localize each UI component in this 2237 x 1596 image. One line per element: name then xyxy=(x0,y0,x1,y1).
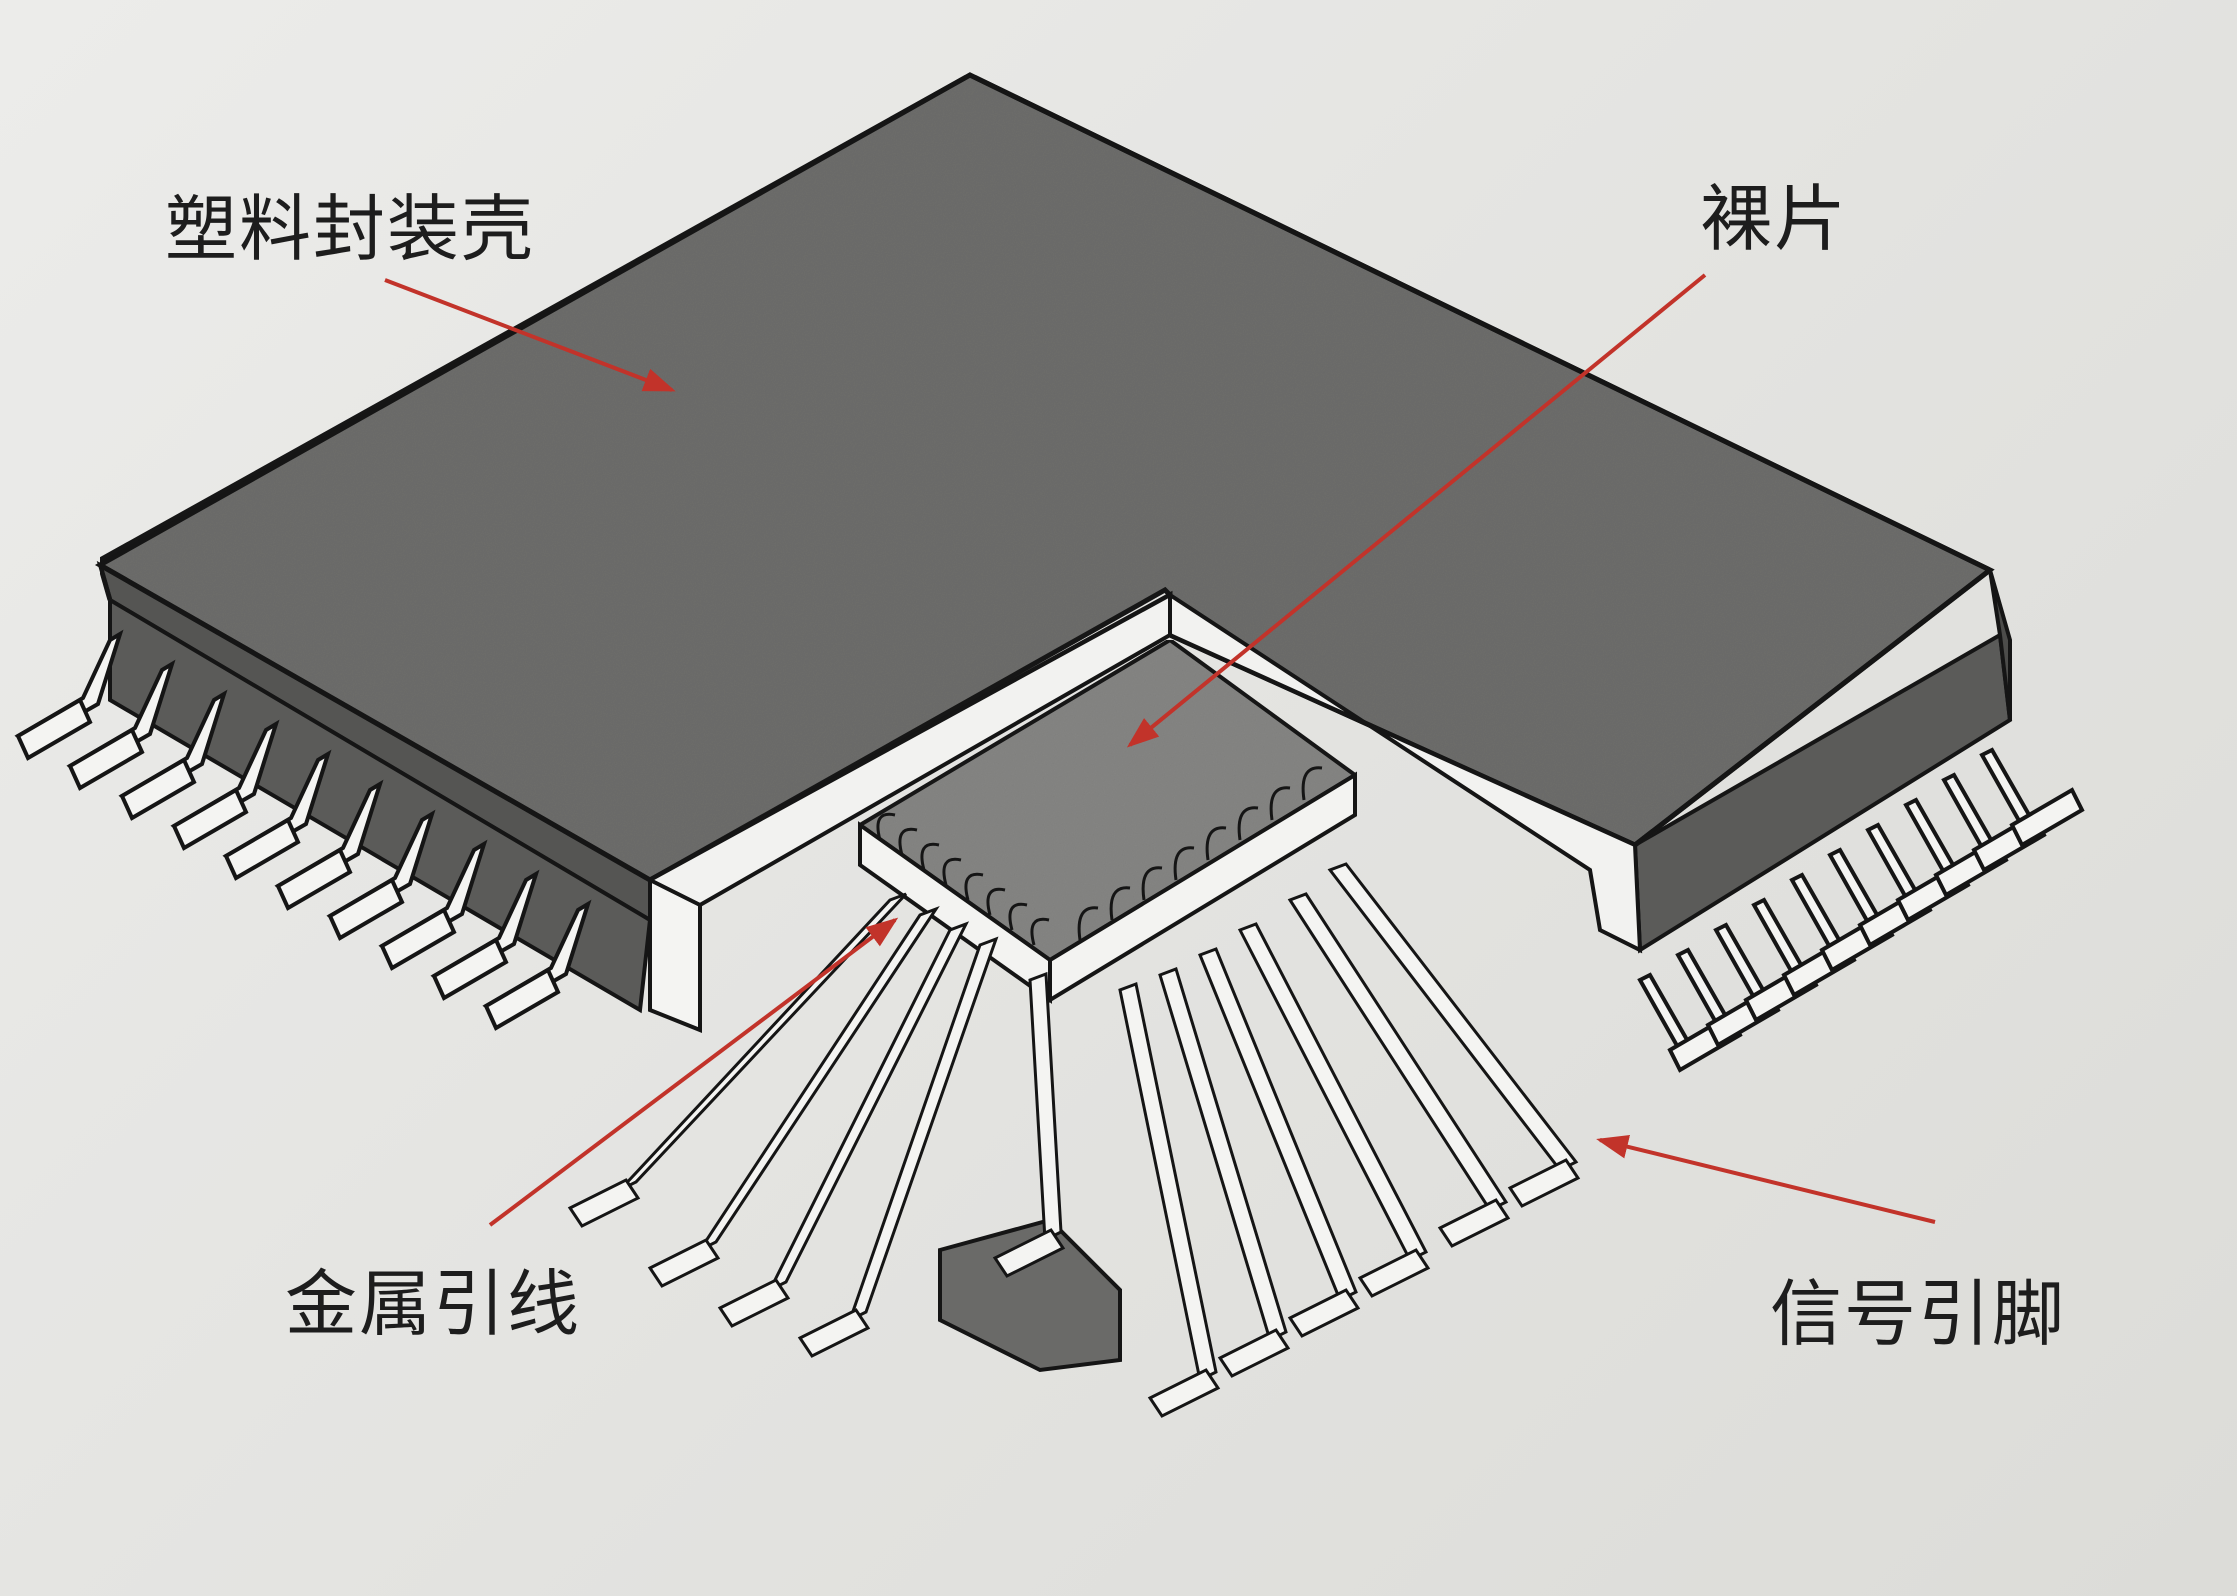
metal-wire xyxy=(898,827,918,856)
signal-pin-foot xyxy=(67,727,145,791)
fan-out-lead-foot xyxy=(1147,1368,1221,1418)
metal-wire xyxy=(942,857,962,886)
fan-out-lead-foot xyxy=(717,1278,791,1328)
package-side-walls xyxy=(96,560,2013,1014)
fan-out-lead xyxy=(766,921,970,1294)
signal-pin xyxy=(1751,897,1807,979)
label-signal-pin: 信号引脚 xyxy=(1770,1272,2067,1356)
metal-wire xyxy=(1237,806,1259,841)
fan-out-leads xyxy=(567,862,1581,1418)
metal-wire xyxy=(964,872,984,901)
fan-out-lead xyxy=(847,936,999,1323)
metal-wire xyxy=(1141,866,1163,901)
signal-pin xyxy=(1713,922,1769,1004)
fan-out-lead-foot xyxy=(1437,1198,1511,1248)
fan-out-lead-foot xyxy=(1357,1248,1431,1298)
bond-wires xyxy=(876,766,1323,946)
signal-pin-foot xyxy=(327,877,405,941)
metal-wire xyxy=(1030,917,1050,946)
fan-out-lead xyxy=(1118,981,1218,1383)
signal-pin-foot xyxy=(379,907,457,971)
fan-out-lead xyxy=(1287,892,1509,1212)
right-pin-row xyxy=(1637,747,2085,1073)
signal-pin xyxy=(1675,947,1731,1029)
arrow-pointer-icon xyxy=(488,917,899,1227)
signal-pin xyxy=(1979,747,2035,829)
fan-out-lead-foot xyxy=(1507,1158,1581,1208)
signal-pin-foot xyxy=(223,817,301,881)
metal-wire xyxy=(986,887,1006,916)
metal-wire xyxy=(1301,766,1323,801)
metal-wire xyxy=(876,812,896,841)
fan-out-lead xyxy=(1237,922,1429,1263)
fan-out-lead-foot xyxy=(1217,1328,1291,1378)
signal-pin xyxy=(1637,972,1693,1054)
metal-wire xyxy=(1205,826,1227,861)
fan-out-lead-foot xyxy=(992,1228,1066,1278)
signal-pin-foot xyxy=(483,967,561,1031)
signal-pin-foot xyxy=(119,757,197,821)
package-right-end xyxy=(1988,569,2012,721)
fan-out-lead xyxy=(1327,862,1579,1172)
die xyxy=(856,637,1359,1004)
die-front-right xyxy=(1048,771,1357,1004)
metal-wire xyxy=(1008,902,1028,931)
arrow-pointer-icon xyxy=(1596,1135,1936,1224)
fan-out-lead-foot xyxy=(797,1308,871,1358)
signal-pin xyxy=(1903,797,1959,879)
left-pin-row xyxy=(14,629,592,1031)
fan-out-lead-foot xyxy=(1287,1288,1361,1338)
cutaway-wall-front-left xyxy=(648,876,702,1033)
cutaway-wall-right xyxy=(1168,591,1643,954)
signal-pin xyxy=(1789,872,1845,954)
signal-pin-foot xyxy=(171,787,249,851)
signal-pin-foot xyxy=(275,847,353,911)
metal-wire xyxy=(1109,886,1131,921)
fan-out-lead xyxy=(695,905,940,1254)
metal-wire xyxy=(1269,786,1291,821)
metal-wire xyxy=(920,842,940,871)
fan-out-lead xyxy=(1158,967,1288,1343)
arrow-pointer-icon xyxy=(1126,273,1707,748)
label-metal-wire: 金属引线 xyxy=(285,1262,582,1346)
metal-wire xyxy=(1077,906,1099,941)
signal-pin-foot xyxy=(2009,787,2085,848)
signal-pin xyxy=(1865,822,1921,904)
pointer-arrows xyxy=(384,273,1936,1227)
fan-out-lead-foot xyxy=(567,1178,641,1228)
label-plastic-package: 塑料封装壳 xyxy=(165,187,536,271)
label-die: 裸片 xyxy=(1700,177,1849,261)
fan-out-lead xyxy=(1028,971,1063,1243)
signal-pin-foot xyxy=(431,937,509,1001)
fan-out-lead xyxy=(1198,947,1358,1303)
metal-wire xyxy=(1173,846,1195,881)
signal-pin-foot xyxy=(15,697,93,761)
fan-out-lead-foot xyxy=(647,1238,721,1288)
signal-pin xyxy=(1827,847,1883,929)
signal-pin xyxy=(1941,772,1997,854)
arrow-pointer-icon xyxy=(384,278,676,392)
